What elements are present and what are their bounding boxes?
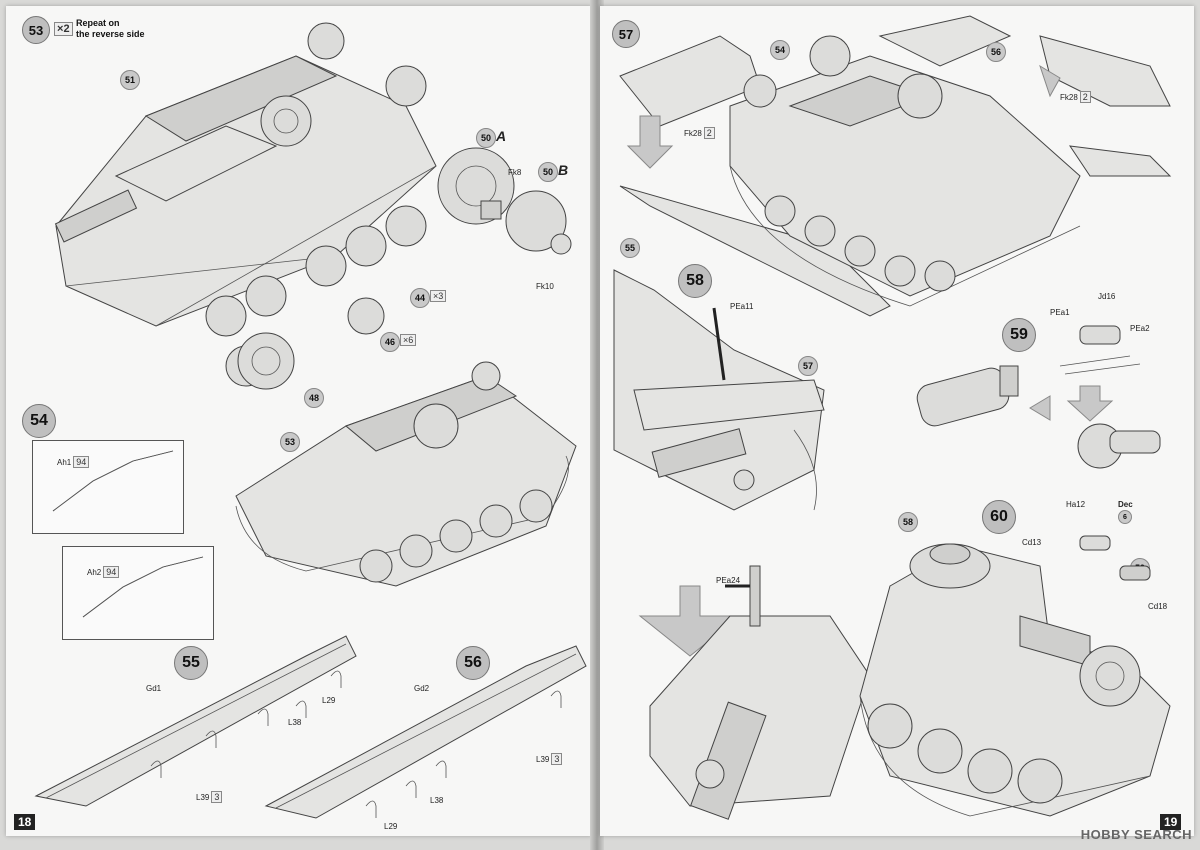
part-55: 55 — [620, 238, 640, 258]
part-50b: 50 — [538, 162, 558, 182]
step-58b-drawing — [638, 565, 871, 820]
label-l29-a: L29 — [322, 696, 336, 705]
repeat-note: Repeat on the reverse side — [76, 18, 145, 39]
track-links-ah1 — [52, 450, 174, 512]
step-57-badge: 57 — [612, 20, 640, 48]
label-51: 51 — [120, 70, 140, 90]
step-56-badge: 56 — [456, 646, 490, 680]
step-54-drawing — [235, 361, 577, 587]
repeat-qty: ×2 — [54, 22, 73, 36]
step-54-badge: 54 — [22, 404, 56, 438]
label-gd2: Gd2 — [414, 684, 430, 693]
step-55-badge: 55 — [174, 646, 208, 680]
label-pea11: PEa11 — [730, 302, 754, 311]
part-46: 46 — [380, 332, 400, 352]
step-57-drawing — [619, 15, 1172, 317]
left-page: 53 ×2 Repeat on the reverse side — [6, 6, 592, 836]
step-60-badge: 60 — [982, 500, 1016, 534]
label-pea2: PEa2 — [1130, 324, 1150, 333]
part-56: 56 — [986, 42, 1006, 62]
part-53: 53 — [280, 432, 300, 452]
step-58-badge: 58 — [678, 264, 712, 298]
sprocket-drawing — [237, 332, 295, 390]
part-50b-suffix: B — [558, 162, 569, 178]
label-cd13: Cd13 — [1022, 538, 1042, 547]
decal-6: 6 — [1118, 510, 1132, 524]
track-links-ah2 — [82, 556, 204, 618]
label-fk10: Fk10 — [536, 282, 554, 291]
part-50a-suffix: A — [496, 128, 507, 144]
label-pea1: PEa1 — [1050, 308, 1070, 317]
step-60-drawing — [859, 535, 1171, 817]
label-jd16: Jd16 — [1098, 292, 1116, 301]
label-fk8: Fk8 — [508, 168, 522, 177]
page-number-left: 18 — [14, 814, 36, 830]
part-54: 54 — [770, 40, 790, 60]
step-56-fender-drawing — [264, 645, 587, 819]
step-59-badge: 59 — [1002, 318, 1036, 352]
step-59-drawing — [916, 325, 1161, 469]
part-44: 44 — [410, 288, 430, 308]
part-44-qty: ×3 — [430, 290, 447, 302]
label-ha12: Ha12 — [1066, 500, 1086, 509]
label-l38-a: L38 — [288, 718, 302, 727]
label-gd1: Gd1 — [146, 684, 162, 693]
label-pea24: PEa24 — [716, 576, 741, 585]
part-57: 57 — [798, 356, 818, 376]
step-55-fender-drawing — [34, 635, 357, 807]
label-cd18: Cd18 — [1148, 602, 1168, 611]
part-58: 58 — [898, 512, 918, 532]
step-53-drawing — [54, 22, 572, 387]
label-dec: Dec — [1118, 500, 1133, 509]
part-50a: 50 — [476, 128, 496, 148]
step-58-drawing — [613, 269, 825, 511]
label-l38-b: L38 — [430, 796, 444, 805]
page-number-right: 19 — [1160, 814, 1182, 830]
label-l29-b: L29 — [384, 822, 398, 831]
part-46-qty: ×6 — [400, 334, 417, 346]
part-48: 48 — [304, 388, 324, 408]
watermark: HOBBY SEARCH — [1080, 827, 1192, 842]
step-53-badge: 53 — [22, 16, 50, 44]
